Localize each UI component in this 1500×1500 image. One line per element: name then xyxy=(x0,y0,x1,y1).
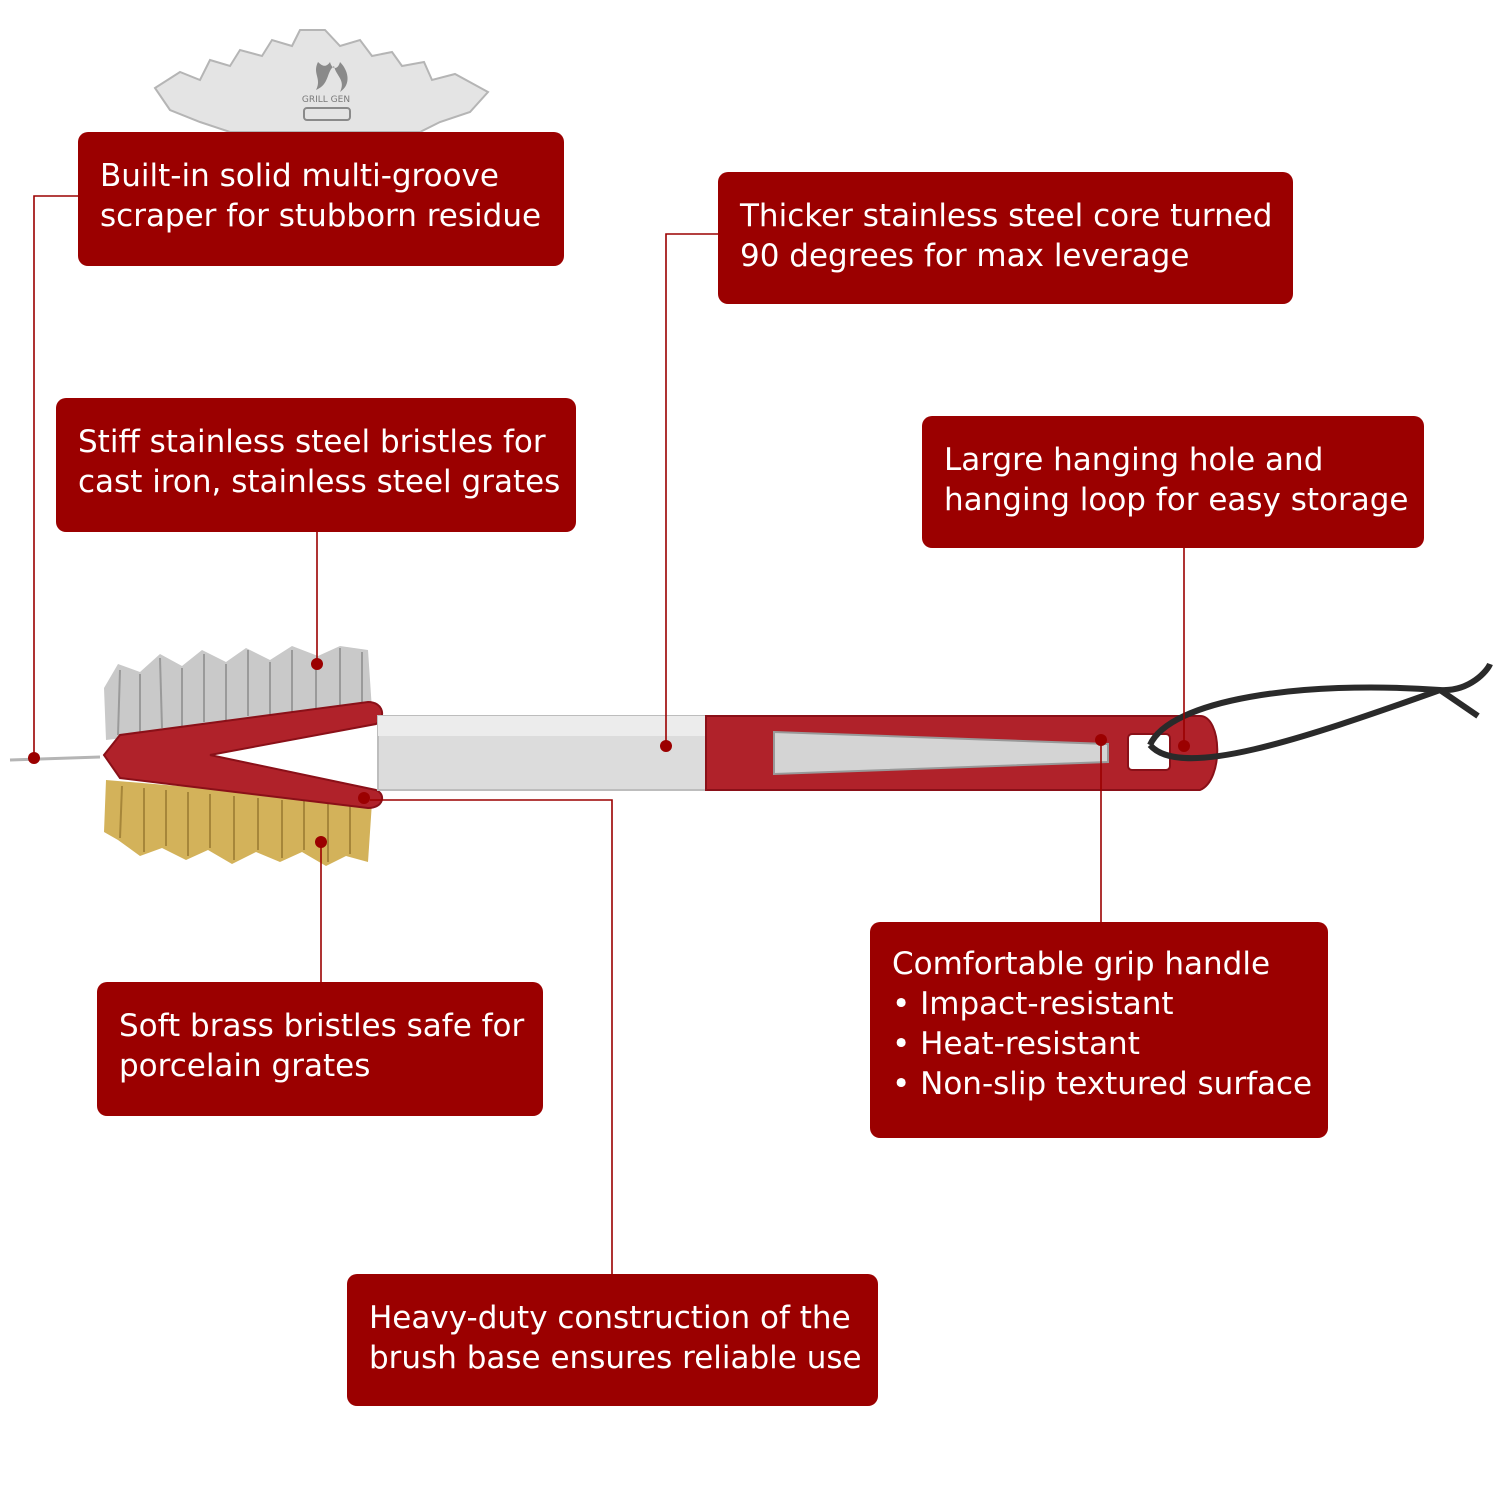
callout-hanging-line1: Largre hanging hole and xyxy=(944,442,1324,478)
callout-base: Heavy-duty construction of the brush bas… xyxy=(347,1274,878,1406)
handle-steel-inlay xyxy=(773,730,1109,776)
callout-steel-bristles-line2: cast iron, stainless steel grates xyxy=(78,464,561,500)
brush-base xyxy=(102,700,384,810)
callout-brass-bristles: Soft brass bristles safe for porcelain g… xyxy=(97,982,543,1116)
callout-brass-bristles-line2: porcelain grates xyxy=(119,1048,371,1084)
callout-hanging: Largre hanging hole and hanging loop for… xyxy=(922,416,1424,548)
callout-core: Thicker stainless steel core turned 90 d… xyxy=(718,172,1293,304)
callout-core-line1: Thicker stainless steel core turned xyxy=(740,198,1273,234)
grip-handle xyxy=(705,715,1219,791)
scraper-edge xyxy=(9,755,101,762)
callout-grip-bullet: • Heat-resistant xyxy=(892,1026,1140,1062)
callout-grip-bullet: • Impact-resistant xyxy=(892,986,1174,1022)
flame-grill-icon xyxy=(303,62,351,121)
callout-scraper: Built-in solid multi-groove scraper for … xyxy=(78,132,564,266)
callout-grip-bullet: • Non-slip textured surface xyxy=(892,1066,1313,1102)
callout-scraper-line1: Built-in solid multi-groove xyxy=(100,158,499,194)
callout-grip-title: Comfortable grip handle xyxy=(892,946,1271,982)
callout-steel-bristles: Stiff stainless steel bristles for cast … xyxy=(56,398,576,532)
callout-base-line2: brush base ensures reliable use xyxy=(369,1340,862,1376)
callout-base-line1: Heavy-duty construction of the xyxy=(369,1300,851,1336)
callout-steel-bristles-line1: Stiff stainless steel bristles for xyxy=(78,424,546,460)
callout-brass-bristles-line1: Soft brass bristles safe for xyxy=(119,1008,525,1044)
callout-hanging-line2: hanging loop for easy storage xyxy=(944,482,1409,518)
leader-lines xyxy=(33,195,1185,1274)
scraper-logo-text: GRILL GEN xyxy=(302,95,350,105)
leader-dots xyxy=(28,658,1190,848)
hanging-loop xyxy=(1147,662,1493,762)
brass-bristles xyxy=(104,780,372,866)
callout-core-line2: 90 degrees for max leverage xyxy=(740,238,1190,274)
callout-grip: Comfortable grip handle • Impact-resista… xyxy=(870,922,1328,1138)
scraper-blade: GRILL GEN xyxy=(153,29,490,133)
callout-scraper-line2: scraper for stubborn residue xyxy=(100,198,542,234)
hanging-hole xyxy=(1127,733,1171,771)
